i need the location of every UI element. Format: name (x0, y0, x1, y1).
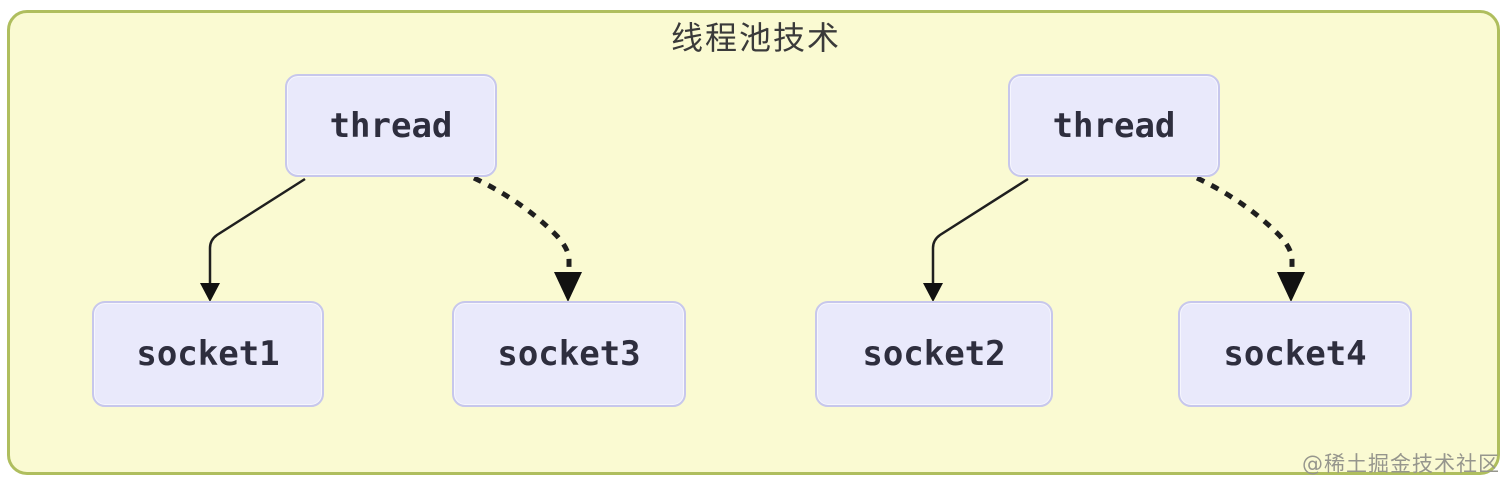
node-socket2: socket2 (815, 301, 1053, 407)
node-socket4: socket4 (1178, 301, 1412, 407)
node-socket2-label: socket2 (862, 334, 1006, 374)
watermark: @稀土掘金技术社区 (1302, 452, 1500, 476)
node-thread-left-label: thread (329, 105, 453, 146)
node-socket3: socket3 (452, 301, 686, 407)
node-socket1: socket1 (92, 301, 324, 407)
node-thread-right-label: thread (1052, 105, 1176, 146)
node-socket4-label: socket4 (1223, 334, 1367, 374)
node-thread-left: thread (285, 74, 497, 177)
node-thread-right: thread (1008, 74, 1220, 177)
diagram-title: 线程池技术 (670, 19, 841, 57)
node-socket1-label: socket1 (136, 334, 280, 374)
node-socket3-label: socket3 (497, 334, 641, 374)
